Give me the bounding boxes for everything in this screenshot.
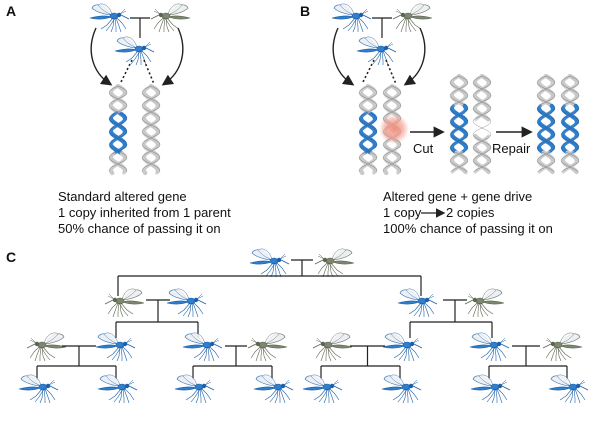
altered-drive-chromosome	[358, 83, 378, 176]
gen1-altered-mosquito-icon	[249, 248, 290, 278]
repair-label: Repair	[492, 141, 531, 156]
parent-altered-mosquito-icon	[89, 3, 130, 33]
inherit-arrow-right	[161, 27, 184, 86]
altered-chromosome-2	[560, 73, 580, 175]
gen4-altered-mosquito-icon	[381, 374, 422, 404]
gen1-wild-mosquito-icon	[314, 248, 355, 278]
inherit-arrow-right	[403, 27, 426, 86]
gen3-mosquito-icon	[182, 332, 223, 362]
wild-chromosome-broken	[472, 73, 492, 175]
panel-c-pedigree	[18, 248, 589, 404]
gen4-altered-mosquito-icon	[302, 374, 343, 404]
inherit-arrow-left	[332, 27, 355, 86]
cut-site-highlight	[379, 114, 409, 144]
gen4-altered-mosquito-icon	[97, 374, 138, 404]
altered-chromosome-1	[536, 73, 556, 175]
gen3-mosquito-icon	[26, 332, 67, 362]
panel-b	[331, 3, 580, 176]
parent-altered-mosquito-icon	[331, 3, 372, 33]
dotted-link-left	[119, 59, 133, 85]
panel-a-caption-line-3: 50% chance of passing it on	[58, 221, 221, 236]
parent-wild-mosquito-icon	[392, 3, 433, 33]
gen4-altered-mosquito-icon	[253, 374, 294, 404]
gen3-mosquito-icon	[542, 332, 583, 362]
dotted-link-left	[361, 59, 375, 85]
gen4-altered-mosquito-icon	[470, 374, 511, 404]
panel-c-label: C	[6, 249, 16, 265]
gen2-mosquito-icon	[464, 288, 505, 318]
gen3-mosquito-icon	[247, 332, 288, 362]
altered-drive-chromosome-cut	[449, 73, 469, 175]
gen4-altered-mosquito-icon	[174, 374, 215, 404]
cut-label: Cut	[413, 141, 434, 156]
gen2-mosquito-icon	[397, 288, 438, 318]
gen2-mosquito-icon	[104, 288, 145, 318]
gen3-mosquito-icon	[469, 332, 510, 362]
offspring-altered-mosquito-icon	[356, 36, 397, 66]
offspring-altered-mosquito-icon	[114, 36, 155, 66]
panel-a-caption-line-2: 1 copy inherited from 1 parent	[58, 205, 231, 220]
gen3-mosquito-icon	[95, 332, 136, 362]
gen2-mosquito-icon	[166, 288, 207, 318]
inherit-arrow-left	[90, 27, 113, 86]
gen3-mosquito-icon	[382, 332, 423, 362]
panel-b-caption-line-2-right: 2 copies	[446, 205, 495, 220]
panel-b-caption-line-2-left: 1 copy	[383, 205, 422, 220]
gen4-altered-mosquito-icon	[18, 374, 59, 404]
panel-a-label: A	[6, 3, 16, 19]
altered-chromosome	[108, 83, 128, 176]
wild-chromosome	[141, 83, 161, 176]
panel-b-caption-line-3: 100% chance of passing it on	[383, 221, 553, 236]
gen4-altered-mosquito-icon	[548, 374, 589, 404]
panel-b-caption-line-1: Altered gene + gene drive	[383, 189, 532, 204]
panel-a	[89, 3, 191, 176]
panel-b-label: B	[300, 3, 310, 19]
parent-wild-mosquito-icon	[150, 3, 191, 33]
panel-a-caption-line-1: Standard altered gene	[58, 189, 187, 204]
gen3-mosquito-icon	[312, 332, 353, 362]
